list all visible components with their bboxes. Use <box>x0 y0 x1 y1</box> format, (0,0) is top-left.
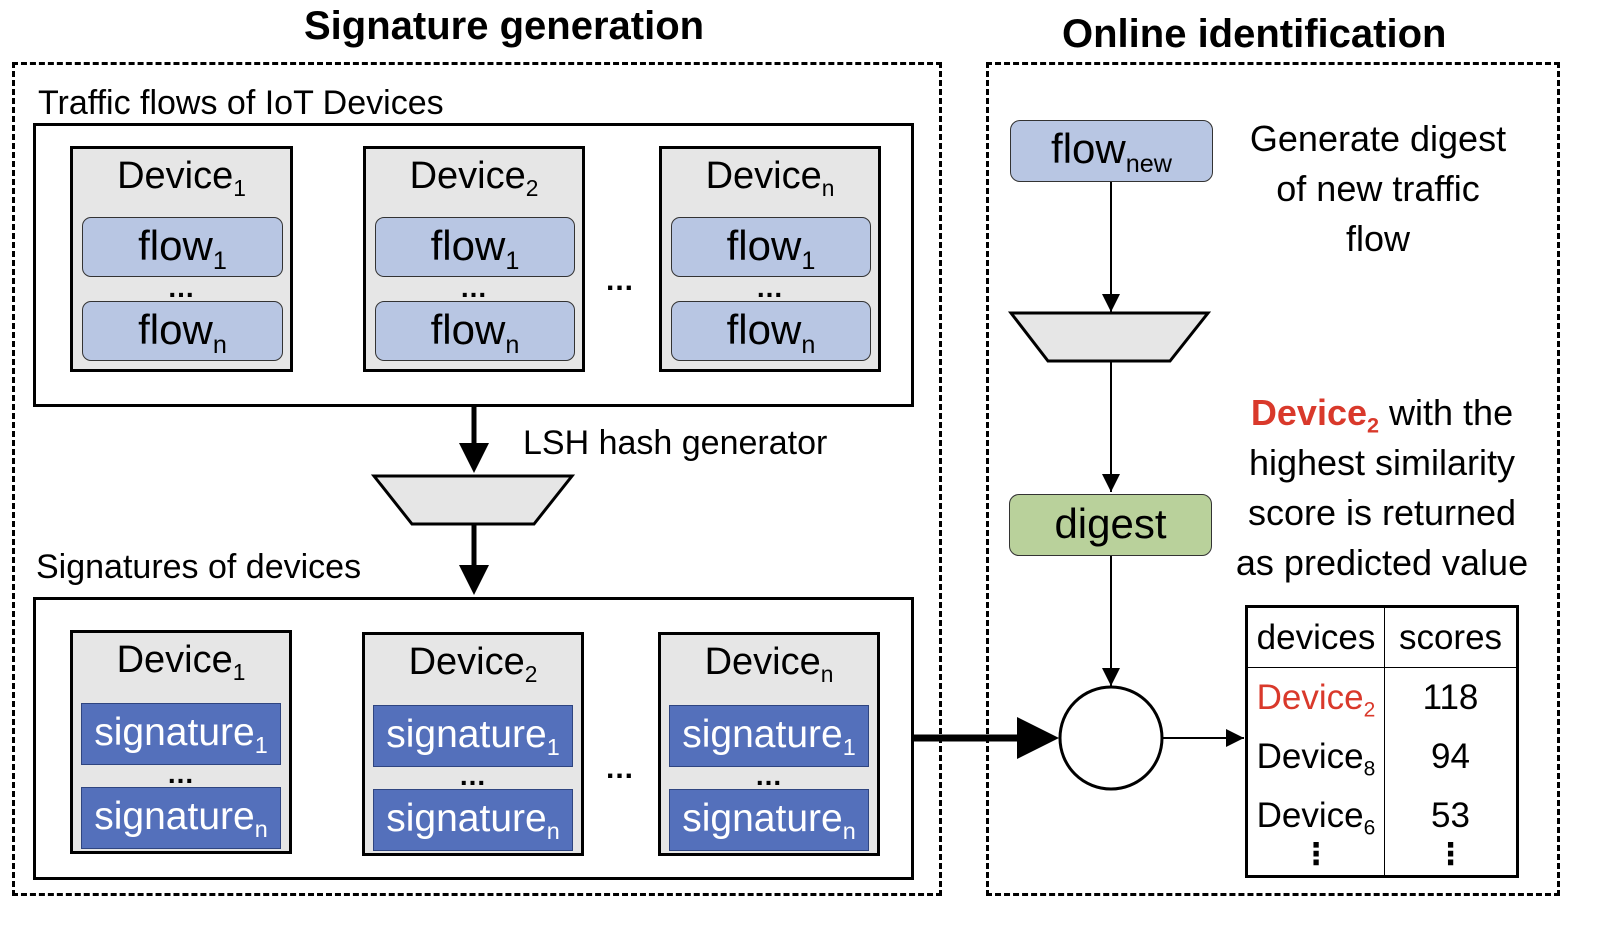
online-hash-generator-shape <box>1007 311 1212 363</box>
traffic-device-card: Device1 flow1 ... flown <box>70 146 293 372</box>
signature-box: signaturen <box>669 789 869 851</box>
flow-box: flown <box>671 301 871 361</box>
device-title: Device1 <box>116 639 246 685</box>
table-row-continuation: ⋮ ⋮ <box>1246 838 1518 877</box>
online-identification-title: Online identification <box>1062 12 1447 56</box>
similarity-matcher-circle <box>1058 685 1164 791</box>
device-title: Devicen <box>704 641 834 687</box>
table-row: Device2 118 <box>1246 667 1518 727</box>
device-title: Device2 <box>409 155 539 201</box>
score-cell: 94 <box>1431 736 1470 776</box>
lsh-hash-generator-shape <box>370 474 576 526</box>
table-row: Device6 53 <box>1246 786 1518 845</box>
lsh-hash-generator-label: LSH hash generator <box>523 424 828 462</box>
signatures-label: Signatures of devices <box>36 548 362 586</box>
column-header-devices: devices <box>1246 606 1385 668</box>
text-line: Generate digest <box>1249 118 1507 159</box>
device-cell: Device6 <box>1246 786 1385 845</box>
signature-generation-title: Signature generation <box>304 4 705 48</box>
continuation-dots: ⋮ <box>1435 838 1466 871</box>
generate-digest-text: Generate digest of new traffic flow <box>1222 114 1534 264</box>
predicted-device: Device2 <box>1250 392 1380 438</box>
signature-box: signature1 <box>373 705 573 767</box>
traffic-device-card: Device2 flow1 ... flown <box>363 146 585 372</box>
flow-box: flow1 <box>82 217 283 277</box>
text-line: flow <box>1345 218 1411 259</box>
device-title: Device1 <box>117 155 246 201</box>
text-line: highest similarity <box>1248 442 1516 483</box>
signature-box: signature1 <box>81 703 281 765</box>
device-title: Device2 <box>408 641 538 687</box>
column-header-scores: scores <box>1398 617 1503 657</box>
result-description-text: Device2 with the highest similarity scor… <box>1224 388 1540 588</box>
flow-box: flown <box>375 301 575 361</box>
score-cell: 118 <box>1422 677 1479 717</box>
device-title: Devicen <box>705 155 835 201</box>
signature-box: signaturen <box>373 789 573 851</box>
signature-generation-panel <box>12 62 942 896</box>
table-header-row: devices scores <box>1246 606 1518 668</box>
text-line: score is returned <box>1247 492 1517 533</box>
device-cell: Device2 <box>1246 667 1385 727</box>
signature-device-card: Devicen signature1 ... signaturen <box>658 632 880 856</box>
flow-box: flow1 <box>671 217 871 277</box>
digest-box: digest <box>1009 494 1212 556</box>
flow-box: flown <box>82 301 283 361</box>
text-line: of new traffic <box>1276 168 1480 209</box>
score-cell: 53 <box>1431 795 1470 835</box>
text-line: Device2 with the <box>1250 392 1514 438</box>
traffic-device-card: Devicen flow1 ... flown <box>659 146 881 372</box>
signature-box: signaturen <box>81 787 281 849</box>
flow-new-box: flownew <box>1010 120 1213 182</box>
online-identification-panel <box>986 62 1560 896</box>
flow-box: flow1 <box>375 217 575 277</box>
traffic-flows-label: Traffic flows of IoT Devices <box>38 84 444 122</box>
signature-device-card: Device1 signature1 ... signaturen <box>70 630 292 854</box>
table-row: Device8 94 <box>1246 727 1518 786</box>
continuation-dots: ⋮ <box>1246 840 1385 877</box>
devices-ellipsis: ... <box>606 752 635 785</box>
text-line: as predicted value <box>1235 542 1529 583</box>
similarity-scores-table: devices scores Device2 118 Device8 94 De… <box>1245 605 1519 878</box>
signature-box: signature1 <box>669 705 869 767</box>
devices-ellipsis: ... <box>606 264 635 297</box>
signature-device-card: Device2 signature1 ... signaturen <box>362 632 584 856</box>
device-cell: Device8 <box>1246 727 1385 786</box>
